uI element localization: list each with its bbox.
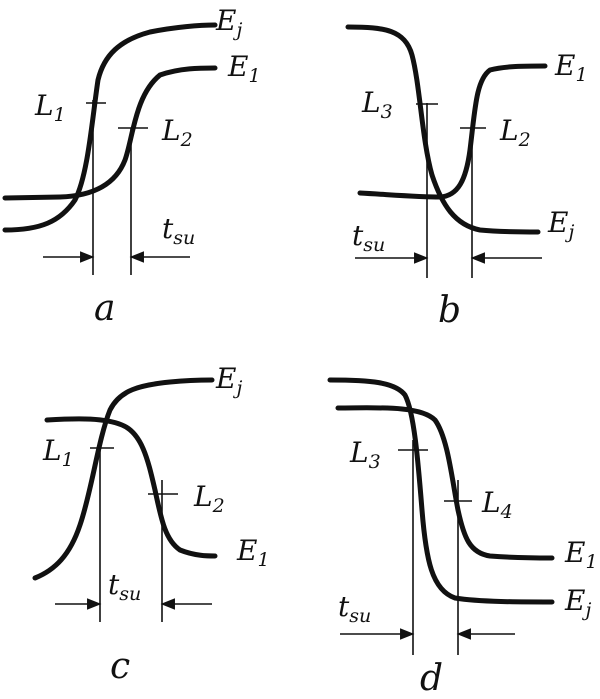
label-e1: E1 xyxy=(554,49,588,86)
label-ej: Ej xyxy=(547,206,574,243)
panel-letter-c: c xyxy=(110,646,130,687)
label-l2: L2 xyxy=(499,114,531,151)
label-e1: E1 xyxy=(564,536,598,573)
label-ej: Ej xyxy=(215,362,242,399)
label-tsu: tsu xyxy=(108,568,141,605)
panel-d: E1 Ej L3 L4 tsu d xyxy=(327,377,598,699)
label-tsu: tsu xyxy=(352,219,385,256)
label-tsu: tsu xyxy=(162,212,195,249)
panel-a: Ej E1 L1 L2 tsu a xyxy=(2,4,261,329)
panel-letter-a: a xyxy=(94,288,115,329)
curve-e1 xyxy=(335,405,555,561)
label-l1: L1 xyxy=(42,434,74,471)
curve-ej xyxy=(2,22,218,233)
label-tsu: tsu xyxy=(338,590,371,627)
curve-ej xyxy=(345,24,541,235)
curve-ej xyxy=(32,377,215,581)
curve-e1 xyxy=(44,416,218,559)
label-l1: L1 xyxy=(34,89,66,126)
label-e1: E1 xyxy=(227,50,261,87)
panel-letter-b: b xyxy=(438,290,461,331)
curve-e1 xyxy=(357,63,548,200)
panel-b: E1 Ej L3 L2 tsu b xyxy=(345,24,588,331)
label-ej: Ej xyxy=(215,4,242,41)
label-l4: L4 xyxy=(481,486,513,523)
label-l2: L2 xyxy=(161,114,193,151)
label-l3: L3 xyxy=(349,436,381,473)
label-e1: E1 xyxy=(236,534,270,571)
panel-letter-d: d xyxy=(420,658,443,699)
label-l2: L2 xyxy=(193,480,225,517)
curve-e1 xyxy=(2,65,218,201)
label-l3: L3 xyxy=(361,86,393,123)
curve-ej xyxy=(327,377,555,605)
panel-c: Ej E1 L1 L2 tsu c xyxy=(32,362,270,687)
label-ej: Ej xyxy=(564,584,591,621)
